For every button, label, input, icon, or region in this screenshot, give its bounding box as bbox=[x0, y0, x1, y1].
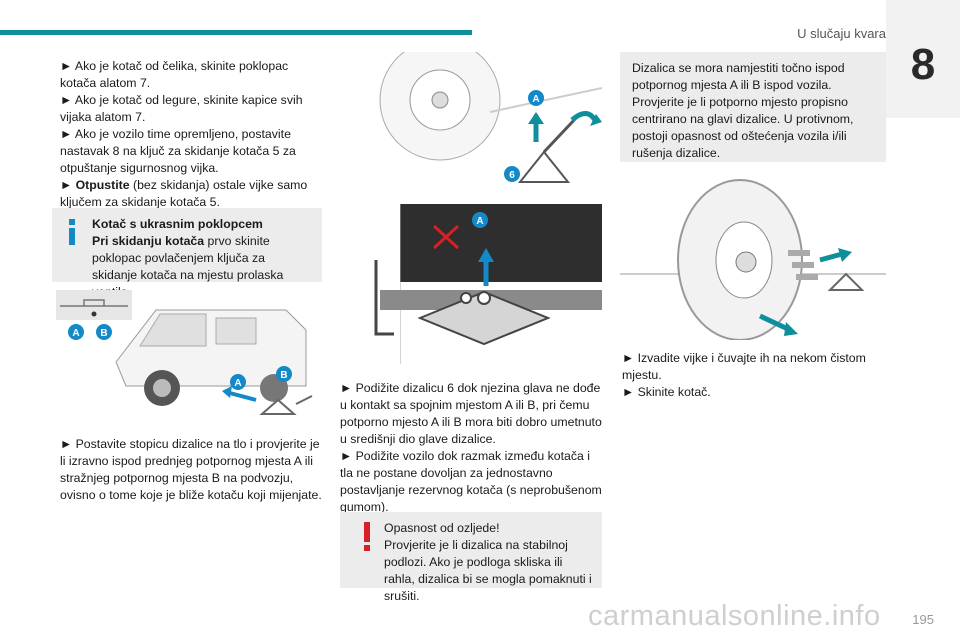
label-6-fig2: 6 bbox=[504, 166, 520, 182]
tyre-illustration bbox=[677, 179, 803, 340]
header-accent-bar bbox=[0, 30, 472, 35]
sill-line bbox=[489, 87, 602, 113]
jack-small bbox=[827, 272, 865, 291]
page-number: 195 bbox=[912, 612, 934, 627]
bolts bbox=[788, 250, 818, 280]
jack-head bbox=[417, 290, 551, 346]
bullet-1: ► Ako je kotač od čelika, skinite poklop… bbox=[60, 59, 289, 90]
car-body bbox=[340, 204, 602, 364]
section-title: U slučaju kvara bbox=[797, 26, 886, 41]
info-body: Pri skidanju kotača prvo skinite poklopa… bbox=[92, 234, 284, 299]
rotate-arrow bbox=[570, 111, 602, 126]
down-arrow bbox=[758, 313, 798, 336]
label-a-fig2: A bbox=[528, 90, 544, 106]
chapter-tab: 8 bbox=[886, 0, 960, 118]
bullet-remove-bolts: ► Izvadite vijke i čuvajte ih na nekom č… bbox=[622, 351, 866, 382]
jack-illustration bbox=[517, 116, 578, 183]
svg-text:B: B bbox=[100, 328, 107, 339]
watermark: carmanualsonline.info bbox=[588, 600, 881, 632]
column-1-text: ► Ako je kotač od čelika, skinite poklop… bbox=[60, 58, 322, 211]
label-b-top: B bbox=[96, 324, 112, 340]
label-a-top: A bbox=[68, 324, 84, 340]
svg-text:B: B bbox=[280, 370, 287, 381]
bullet-remove-wheel: ► Skinite kotač. bbox=[622, 385, 711, 399]
warning-icon bbox=[364, 522, 370, 551]
warning-box: Opasnost od ozljede! Provjerite je li di… bbox=[340, 512, 602, 603]
crank-handle bbox=[374, 260, 394, 336]
cross-icon bbox=[432, 224, 460, 250]
up-arrow bbox=[528, 112, 544, 142]
note-box: Dizalica se mora namjestiti točno ispod … bbox=[620, 52, 886, 162]
svg-text:A: A bbox=[476, 216, 483, 227]
note-text: Dizalica se mora namjestiti točno ispod … bbox=[632, 61, 854, 160]
wheel-illustration bbox=[379, 52, 501, 161]
figure-jack-head-detail: A bbox=[340, 204, 602, 364]
info-title: Kotač s ukrasnim poklopcem bbox=[92, 217, 263, 231]
sill-detail bbox=[56, 290, 132, 320]
bullet-3: ► Ako je vozilo time opremljeno, postavi… bbox=[60, 127, 296, 175]
label-b-van: B bbox=[276, 366, 292, 382]
warning-body: Provjerite je li dizalica na stabilnoj p… bbox=[384, 538, 592, 603]
bullet-raise-jack: ► Podižite dizalicu 6 dok njezina glava … bbox=[340, 381, 602, 446]
chapter-number: 8 bbox=[910, 40, 936, 89]
bullet-2: ► Ako je kotač od legure, skinite kapice… bbox=[60, 93, 303, 124]
column-1-bullet-after: ► Postavite stopicu dizalice na tlo i pr… bbox=[60, 437, 322, 502]
label-a-fig3: A bbox=[472, 212, 488, 228]
bullet-raise-car: ► Podižite vozilo dok razmak između kota… bbox=[340, 449, 602, 514]
svg-text:A: A bbox=[234, 378, 241, 389]
warning-title: Opasnost od ozljede! bbox=[384, 521, 500, 535]
up-arrow-detail bbox=[478, 248, 494, 286]
column-3-text: ► Izvadite vijke i čuvajte ih na nekom č… bbox=[622, 350, 884, 401]
bullet-4: ► Otpustite (bez skidanja) ostale vijke … bbox=[60, 178, 308, 209]
info-box-decorative-cover: Kotač s ukrasnim poklopcem Pri skidanju … bbox=[52, 208, 322, 299]
label-a-van: A bbox=[230, 374, 246, 390]
pull-arrow bbox=[819, 248, 852, 263]
svg-text:6: 6 bbox=[509, 170, 515, 181]
figure-van-jack-points: A B A B bbox=[56, 290, 313, 415]
figure-remove-wheel bbox=[620, 179, 886, 340]
jack-arrow bbox=[222, 386, 257, 402]
figure-jack-under-car: A 6 bbox=[379, 52, 602, 183]
column-2-text: ► Podižite dizalicu 6 dok njezina glava … bbox=[340, 380, 602, 516]
jack-small bbox=[259, 395, 313, 415]
svg-text:A: A bbox=[532, 94, 539, 105]
svg-text:A: A bbox=[72, 328, 79, 339]
van-illustration bbox=[115, 309, 307, 406]
info-icon bbox=[69, 219, 75, 245]
